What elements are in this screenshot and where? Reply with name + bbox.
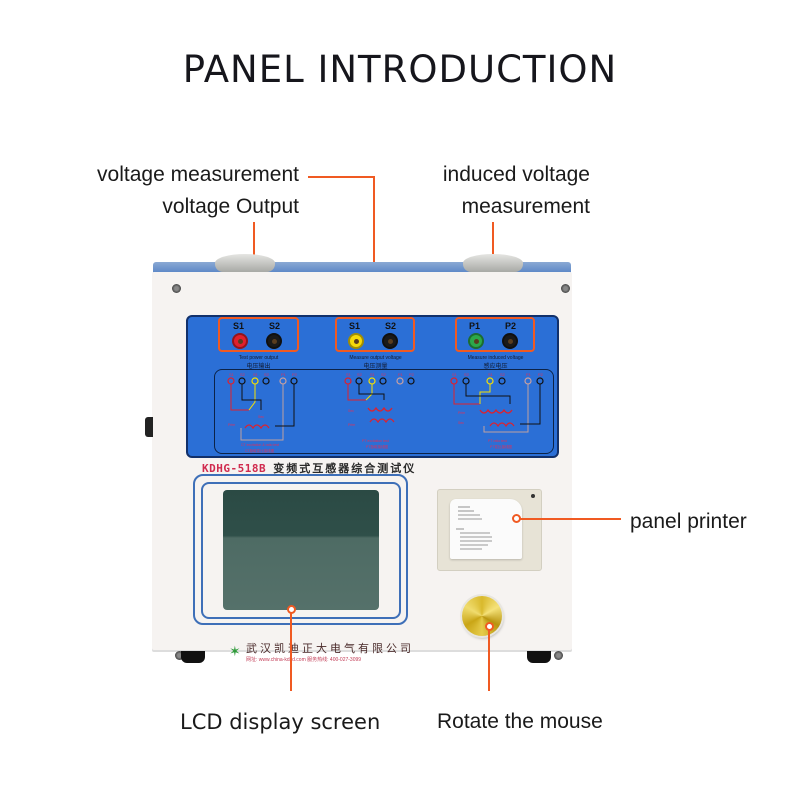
wiring-diagram-pt-ratio: S1 S2 S1 S2 P1 P2 Prim Sec PT ratio test PT变比… — [450, 372, 544, 449]
company-name: 武汉凯迪正大电气有限公司 — [246, 642, 414, 655]
svg-text:P1: P1 — [281, 372, 287, 377]
printer-paper[interactable] — [450, 499, 522, 559]
leader-line — [308, 176, 375, 178]
svg-text:S1: S1 — [370, 372, 376, 377]
diagram-caption-cn: PT变比接线图 — [490, 444, 512, 449]
svg-text:Prim: Prim — [348, 423, 355, 427]
terminal-group-voltage-output: S1 S2 — [218, 317, 299, 352]
lcd-frame-outer — [193, 474, 408, 625]
svg-text:S1: S1 — [452, 372, 458, 377]
wiring-diagrams: S1 S2 S1 S2 P1 P2 Sec Prim CT excitation & ra… — [227, 372, 544, 453]
device-foot — [181, 651, 205, 663]
leader-line — [520, 518, 621, 520]
diagram-caption: CT excitation & ratio test — [241, 443, 279, 447]
terminal-label: S1 — [349, 321, 361, 331]
printer-indicator-icon — [531, 494, 535, 498]
terminal-label: S1 — [233, 321, 245, 331]
screw-icon — [554, 651, 563, 660]
rotary-mouse-knob[interactable] — [462, 596, 502, 636]
svg-text:P1: P1 — [398, 372, 404, 377]
terminal-jack-yellow[interactable] — [348, 333, 364, 349]
svg-text:S2: S2 — [464, 372, 470, 377]
svg-text:Sec: Sec — [258, 415, 264, 419]
svg-text:Prim: Prim — [458, 411, 465, 415]
callout-rotate-mouse-label: Rotate the mouse — [437, 710, 603, 733]
company-contact: 网址: www.china-kdzd.com 服务热线: 400-027-309… — [246, 657, 362, 663]
terminal-label: S2 — [385, 321, 397, 331]
diagram-caption-cn: CT励磁变比接线图 — [245, 448, 275, 453]
leader-line — [290, 613, 292, 691]
svg-text:S2: S2 — [240, 372, 246, 377]
svg-text:P1: P1 — [526, 372, 532, 377]
diagram-caption-cn: PT励磁接线图 — [366, 444, 388, 449]
terminal-jack-black[interactable] — [502, 333, 518, 349]
callout-panel-printer-label: panel printer — [630, 510, 747, 533]
company-logo-icon: ✶ — [229, 643, 241, 659]
svg-text:S2: S2 — [357, 372, 363, 377]
screw-icon — [175, 651, 184, 660]
screw-icon — [172, 284, 181, 293]
device-foot — [527, 651, 551, 663]
callout-induced-measurement-label: measurement — [461, 195, 590, 218]
carry-handle[interactable] — [463, 254, 523, 272]
svg-text:S1: S1 — [346, 372, 352, 377]
carry-handle[interactable] — [215, 254, 275, 272]
leader-line — [488, 630, 490, 691]
svg-text:S2: S2 — [500, 372, 506, 377]
svg-text:P2: P2 — [292, 372, 298, 377]
lcd-display-screen[interactable] — [223, 490, 379, 610]
diagram-caption: PT ratio test — [488, 439, 507, 443]
terminal-label: P1 — [469, 321, 481, 331]
terminal-jack-black[interactable] — [382, 333, 398, 349]
terminal-label: S2 — [269, 321, 281, 331]
terminal-jack-black[interactable] — [266, 333, 282, 349]
callout-lcd-label: LCD display screen — [180, 710, 381, 734]
svg-text:S1: S1 — [488, 372, 494, 377]
svg-text:Prim: Prim — [228, 423, 235, 427]
model-label: KDHG-518B 变频式互感器综合测试仪 — [202, 462, 417, 475]
terminal-group-induced-voltage: P1 P2 — [455, 317, 535, 352]
wiring-diagram-box: S1 S2 S1 S2 P1 P2 Sec Prim CT excitation & ra… — [214, 369, 554, 454]
svg-text:P2: P2 — [409, 372, 415, 377]
terminal-group-voltage-measurement: S1 S2 — [335, 317, 415, 352]
receipt-text-lines — [456, 506, 492, 550]
svg-text:Sec: Sec — [458, 421, 464, 425]
svg-text:P2: P2 — [538, 372, 544, 377]
terminal-jack-green[interactable] — [468, 333, 484, 349]
svg-text:S1: S1 — [229, 372, 235, 377]
svg-text:S2: S2 — [264, 372, 270, 377]
wiring-diagram-ct: S1 S2 S1 S2 P1 P2 Sec Prim CT excitation & ra… — [227, 372, 298, 453]
callout-voltage-output-label: voltage Output — [162, 195, 299, 218]
svg-text:S1: S1 — [253, 372, 259, 377]
callout-induced-voltage-label: induced voltage — [442, 163, 590, 186]
screw-icon — [561, 284, 570, 293]
svg-text:S2: S2 — [381, 372, 387, 377]
terminal-jack-red[interactable] — [232, 333, 248, 349]
wiring-diagram-pt-excitation: S1 S2 S1 S2 P1 P2 Sec Prim PT excitation test… — [344, 372, 415, 449]
page-title: PANEL INTRODUCTION — [182, 48, 618, 91]
side-switch[interactable] — [145, 417, 153, 437]
terminal-label: P2 — [505, 321, 517, 331]
callout-voltage-measurement-label: voltage measurement — [97, 163, 299, 186]
svg-text:Sec: Sec — [348, 409, 354, 413]
lcd-frame-inner — [201, 482, 401, 619]
leader-line — [373, 176, 375, 322]
diagram-caption: PT excitation test — [362, 439, 389, 443]
